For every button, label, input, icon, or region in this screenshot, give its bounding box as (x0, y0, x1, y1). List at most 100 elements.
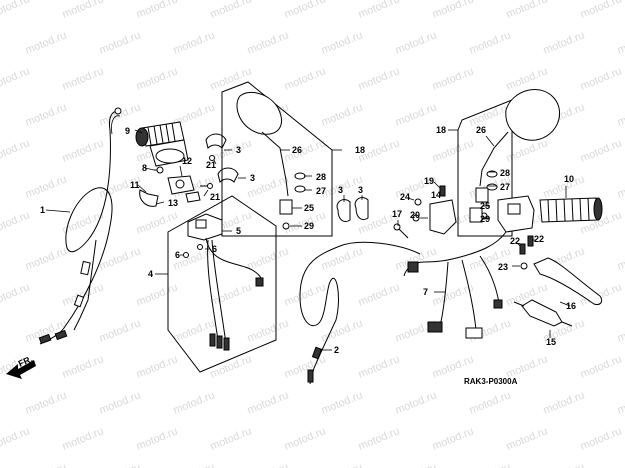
watermark: motod.ru (431, 425, 476, 452)
watermark: motod.ru (357, 425, 402, 452)
part-17-bolt (393, 223, 409, 239)
watermark: motod.ru (209, 425, 254, 452)
watermark: motod.ru (542, 389, 587, 416)
callout-label: 12 (182, 156, 192, 166)
watermark: motod.ru (61, 425, 106, 452)
watermark: motod.ru (135, 353, 180, 380)
callout-label: 3 (358, 185, 363, 195)
watermark: motod.ru (616, 461, 625, 468)
callout-label: 28 (316, 172, 326, 182)
watermark: motod.ru (616, 317, 625, 344)
callout-label: 15 (546, 337, 556, 347)
callout-label: 13 (168, 198, 178, 208)
watermark: motod.ru (394, 389, 439, 416)
watermark: motod.ru (172, 461, 217, 468)
callout-label: 26 (292, 145, 302, 155)
callout-label: 9 (125, 126, 130, 136)
watermark: motod.ru (579, 137, 624, 164)
watermark: motod.ru (616, 389, 625, 416)
watermark: motod.ru (246, 29, 291, 56)
watermark: motod.ru (98, 461, 143, 468)
watermark: motod.ru (24, 389, 69, 416)
left-switch-housing (187, 213, 264, 351)
brake-lever-drawing (533, 257, 603, 305)
watermark: motod.ru (616, 245, 625, 272)
watermark: motod.ru (172, 29, 217, 56)
callout-label: 10 (564, 174, 574, 184)
watermark: motod.ru (505, 0, 550, 21)
watermark: motod.ru (283, 65, 328, 92)
watermark: motod.ru (579, 65, 624, 92)
watermark: motod.ru (616, 101, 625, 128)
master-cylinder-clamp (412, 185, 483, 235)
watermark: motod.ru (320, 101, 365, 128)
watermark: motod.ru (246, 317, 291, 344)
callout-label: 6 (175, 250, 180, 260)
watermark: motod.ru (0, 0, 31, 21)
watermark: motod.ru (61, 353, 106, 380)
grip-housing-clamps (139, 175, 201, 207)
watermark: motod.ru (24, 29, 69, 56)
part-4-enclosure (167, 195, 277, 373)
callout-label: 29 (480, 214, 490, 224)
watermark: motod.ru (357, 281, 402, 308)
watermark: motod.ru (320, 245, 365, 272)
watermark: motod.ru (172, 389, 217, 416)
watermark: motod.ru (579, 425, 624, 452)
watermark: motod.ru (616, 173, 625, 200)
watermark: motod.ru (579, 353, 624, 380)
watermark: motod.ru (320, 29, 365, 56)
watermark: motod.ru (283, 281, 328, 308)
callout-label: 29 (304, 221, 314, 231)
callout-label: 23 (498, 262, 508, 272)
leader-lines (45, 129, 571, 351)
throttle-cable-drawing (38, 107, 122, 345)
callout-label: 22 (510, 236, 520, 246)
watermark: motod.ru (283, 0, 328, 21)
watermark: motod.ru (61, 0, 106, 21)
part-27-28-nuts-left (294, 172, 306, 193)
watermark: motod.ru (98, 29, 143, 56)
callout-label: 27 (500, 182, 510, 192)
part-8-screw (154, 166, 164, 174)
watermark: motod.ru (246, 461, 291, 468)
watermark: motod.ru (283, 425, 328, 452)
watermark: motod.ru (320, 461, 365, 468)
callout-label: 16 (566, 301, 576, 311)
watermark: motod.ru (357, 65, 402, 92)
callout-label: 1 (40, 205, 45, 215)
callout-label: 2 (334, 345, 339, 355)
watermark: motod.ru (394, 461, 439, 468)
watermark: motod.ru (579, 0, 624, 21)
watermark: motod.ru (505, 65, 550, 92)
diagram-code: RAK3-P0300A (464, 377, 518, 386)
callout-label: 20 (410, 210, 420, 220)
watermark: motod.ru (394, 101, 439, 128)
watermark: motod.ru (209, 281, 254, 308)
watermark: motod.ru (24, 101, 69, 128)
watermark: motod.ru (0, 65, 31, 92)
watermark: motod.ru (283, 353, 328, 380)
throttle-grip-drawing (135, 121, 189, 167)
watermark: motod.ru (357, 353, 402, 380)
watermark: motod.ru (61, 209, 106, 236)
watermark: motod.ru (61, 281, 106, 308)
callout-label: 25 (480, 201, 490, 211)
callout-label: 5 (236, 226, 241, 236)
part-3-clamps-left (200, 133, 239, 189)
watermark: motod.ru (24, 245, 69, 272)
watermark: motod.ru (98, 389, 143, 416)
left-mirror-drawing (236, 92, 293, 230)
watermark: motod.ru (61, 65, 106, 92)
callout-label: 27 (316, 186, 326, 196)
callout-label: 22 (534, 234, 544, 244)
watermark: motod.ru (135, 65, 180, 92)
watermark: motod.ru (431, 65, 476, 92)
watermark: motod.ru (394, 29, 439, 56)
callout-label: 21 (206, 160, 216, 170)
watermark: motod.ru (0, 209, 31, 236)
watermark: motod.ru (135, 425, 180, 452)
